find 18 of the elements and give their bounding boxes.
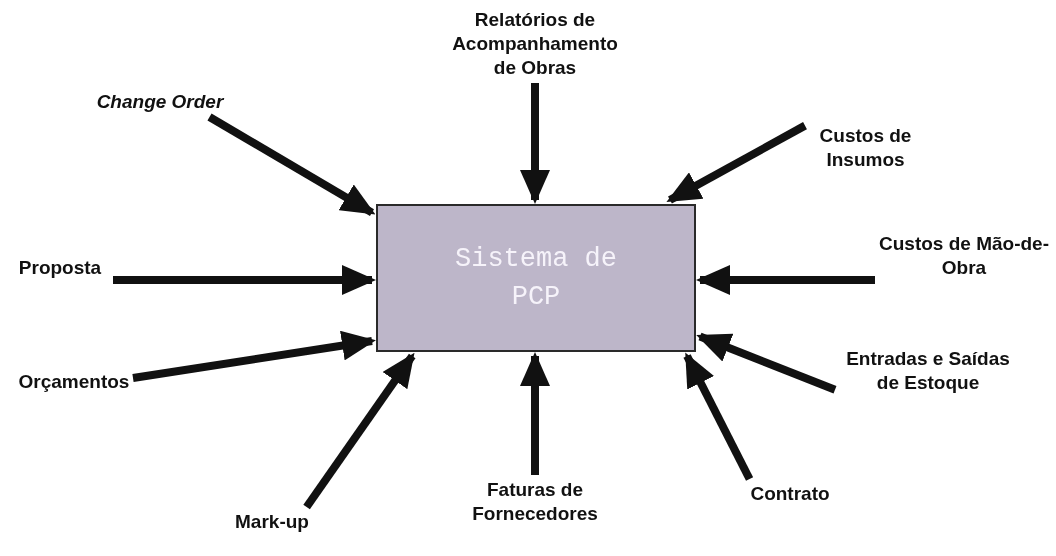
arrow xyxy=(207,113,376,217)
box-title: Sistema de PCP xyxy=(454,243,618,314)
input-label: Proposta xyxy=(10,256,110,280)
arrow xyxy=(303,352,416,510)
input-label: Relatórios de Acompanhamento de Obras xyxy=(450,8,620,80)
arrow xyxy=(683,352,754,481)
input-label: Change Order xyxy=(85,90,235,114)
input-label: Orçamentos xyxy=(18,370,130,394)
input-label: Contrato xyxy=(748,482,832,506)
arrow xyxy=(696,332,837,394)
arrow xyxy=(132,330,376,382)
input-label: Custos de Mão-de-Obra xyxy=(878,232,1050,280)
input-label: Entradas e Saídas de Estoque xyxy=(838,347,1018,395)
arrow xyxy=(666,122,807,204)
process-box xyxy=(376,204,696,352)
input-label: Mark-up xyxy=(233,510,311,534)
input-label: Custos de Insumos xyxy=(808,124,923,172)
input-label: Faturas de Fornecedores xyxy=(465,478,605,526)
